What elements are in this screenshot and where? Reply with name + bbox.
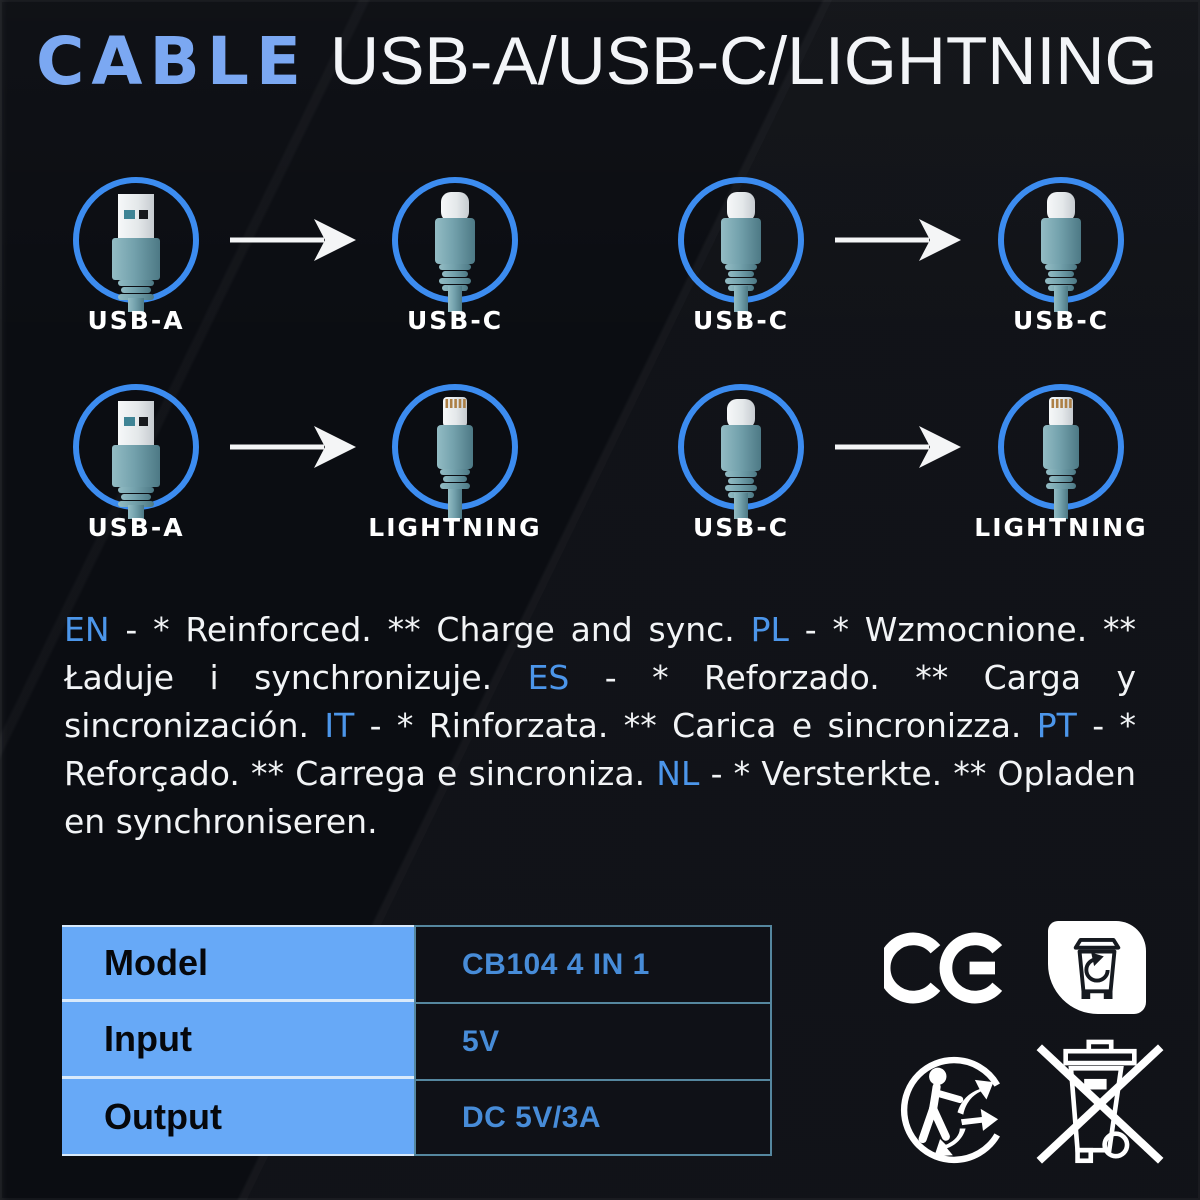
connector-label: USB-C — [692, 306, 790, 335]
arrow-right-icon — [833, 215, 963, 265]
arrow-right-icon — [228, 215, 358, 265]
lang-code: PT — [1036, 706, 1077, 745]
brand-title: CABLE — [36, 23, 308, 100]
usb-a-connector-icon — [73, 384, 199, 519]
connector-label: LIGHTNING — [974, 513, 1148, 542]
connector-label: LIGHTNING — [368, 513, 542, 542]
description-paragraph: EN - * Reinforced. ** Charge and sync. P… — [64, 606, 1136, 846]
triman-recycling-icon — [900, 1056, 1008, 1164]
recycle-bin-glyph — [1073, 937, 1121, 999]
usb-c-connector-icon — [678, 384, 804, 519]
usb-c-connector-icon — [998, 177, 1124, 312]
page-title: USB-A/USB-C/LIGHTNING — [329, 23, 1158, 99]
description-text: - * Reforzado. ** Carga y sincronización… — [64, 658, 1137, 745]
connector-label: USB-A — [87, 513, 185, 542]
description-text: - * Reforçado. ** Carrega e sincroniza. — [64, 706, 1136, 793]
lang-code: NL — [656, 754, 700, 793]
arrow-right-icon — [228, 422, 358, 472]
tidy-man-bin-icon — [1048, 921, 1146, 1014]
usb-a-connector-icon — [73, 177, 199, 312]
lang-code: PL — [750, 610, 789, 649]
spec-value-input: 5V — [414, 1002, 772, 1079]
usb-c-connector-icon — [678, 177, 804, 312]
connector-label: USB-C — [1012, 306, 1110, 335]
lightning-connector-icon — [998, 384, 1124, 519]
spec-value-output: DC 5V/3A — [414, 1079, 772, 1156]
spec-label-output: Output — [62, 1079, 414, 1156]
connector-label: USB-C — [406, 306, 504, 335]
multilingual-description: EN - * Reinforced. ** Charge and sync. P… — [64, 606, 1136, 846]
arrow-right-icon — [833, 422, 963, 472]
header: CABLE USB-A/USB-C/LIGHTNING — [36, 22, 1176, 100]
spec-label-model: Model — [62, 925, 414, 1002]
connector-label: USB-C — [692, 513, 790, 542]
weee-crossed-bin-icon — [1036, 1039, 1164, 1164]
usb-c-connector-icon — [392, 177, 518, 312]
spec-table: Model CB104 4 IN 1 Input 5V Output DC 5V… — [62, 925, 772, 1156]
lang-code: ES — [527, 658, 570, 697]
description-text: - * Wzmocnione. ** Ładuje i synchronizuj… — [64, 610, 1137, 697]
description-text: - * Rinforzata. ** Carica e sincronizza. — [354, 706, 1037, 745]
spec-value-model: CB104 4 IN 1 — [414, 925, 772, 1002]
description-text: - * Versterkte. ** Opladen en synchronis… — [64, 754, 1136, 841]
lang-code: IT — [324, 706, 355, 745]
ce-mark-icon — [884, 932, 1003, 1004]
description-text: - * Reinforced. ** Charge and sync. — [109, 610, 751, 649]
connector-label: USB-A — [87, 306, 185, 335]
lang-code: EN — [64, 610, 110, 649]
spec-label-input: Input — [62, 1002, 414, 1079]
lightning-connector-icon — [392, 384, 518, 519]
